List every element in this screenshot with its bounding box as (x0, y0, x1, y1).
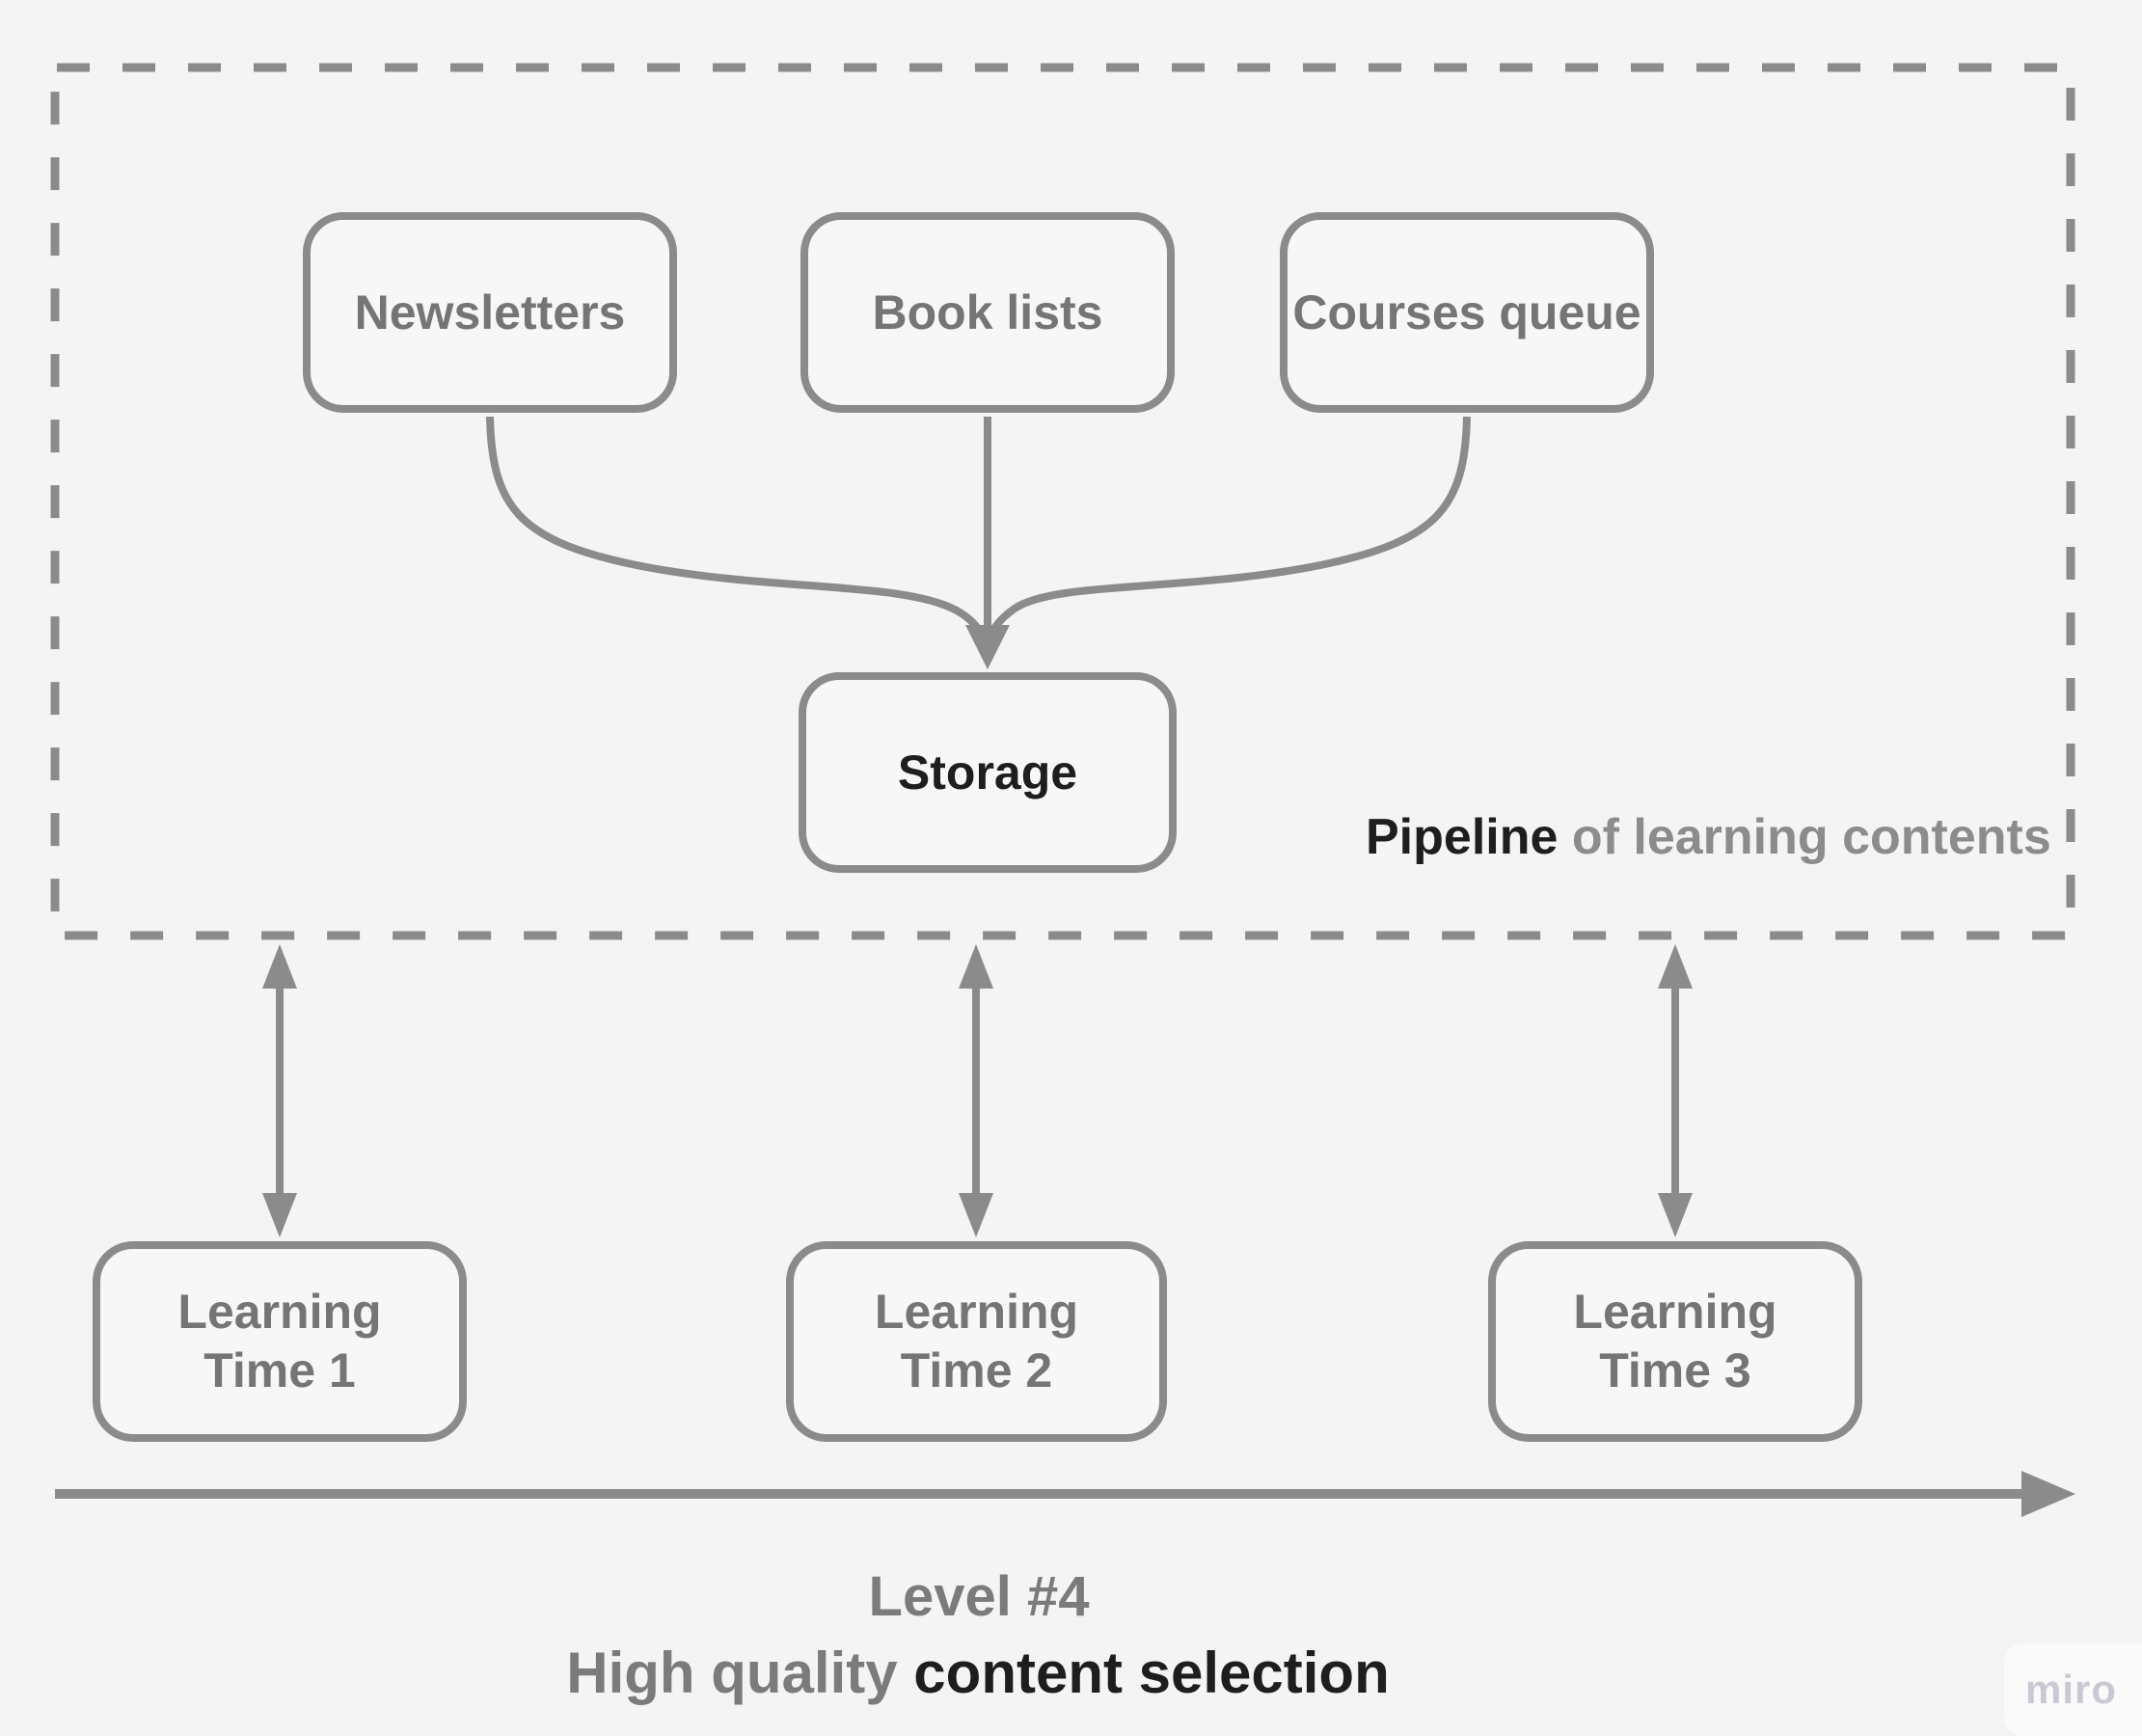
node-learning-time-2-label: Learning Time 2 (874, 1285, 1079, 1397)
level-caption-text: Level #4 (868, 1565, 1090, 1628)
node-newsletters[interactable]: Newsletters (303, 212, 677, 413)
node-learning-time-2[interactable]: Learning Time 2 (786, 1241, 1167, 1442)
node-learning-time-1[interactable]: Learning Time 1 (93, 1241, 467, 1442)
double-arrow-learning-time-2 (959, 944, 993, 1237)
pipeline-caption-bold: Pipeline (1366, 809, 1559, 865)
connector-newsletters-storage (486, 416, 990, 648)
node-learning-time-3-label: Learning Time 3 (1573, 1285, 1777, 1397)
node-book-lists-label: Book lists (872, 285, 1103, 339)
double-arrow-learning-time-1 (262, 944, 297, 1237)
timeline-arrow (55, 1471, 2075, 1517)
pipeline-caption: Pipeline of learning contents (1366, 808, 2051, 866)
pipeline-caption-rest: of learning contents (1571, 809, 2051, 865)
node-learning-time-1-label: Learning Time 1 (177, 1285, 382, 1397)
connector-courses-queue-storage (985, 416, 1471, 647)
timeline-arrowhead-icon (2021, 1471, 2075, 1517)
node-storage-label: Storage (897, 745, 1078, 800)
node-newsletters-label: Newsletters (354, 285, 626, 339)
miro-watermark[interactable]: miro (2004, 1643, 2142, 1736)
node-courses-queue[interactable]: Courses queue (1280, 212, 1654, 413)
level-caption: Level #4 (869, 1564, 1090, 1629)
subtitle-rest: content selection (913, 1641, 1390, 1705)
arrowhead-into-storage-icon (965, 625, 1010, 669)
node-courses-queue-label: Courses queue (1292, 285, 1641, 339)
miro-watermark-label: miro (2025, 1667, 2118, 1712)
double-arrow-learning-time-3 (1658, 944, 1693, 1237)
node-learning-time-3[interactable]: Learning Time 3 (1488, 1241, 1862, 1442)
node-storage[interactable]: Storage (799, 672, 1177, 873)
subtitle-highlight: High quality (566, 1641, 898, 1705)
subtitle-caption: High quality content selection (566, 1640, 1389, 1706)
pipeline-dashed-border (50, 63, 2075, 940)
node-book-lists[interactable]: Book lists (800, 212, 1175, 413)
